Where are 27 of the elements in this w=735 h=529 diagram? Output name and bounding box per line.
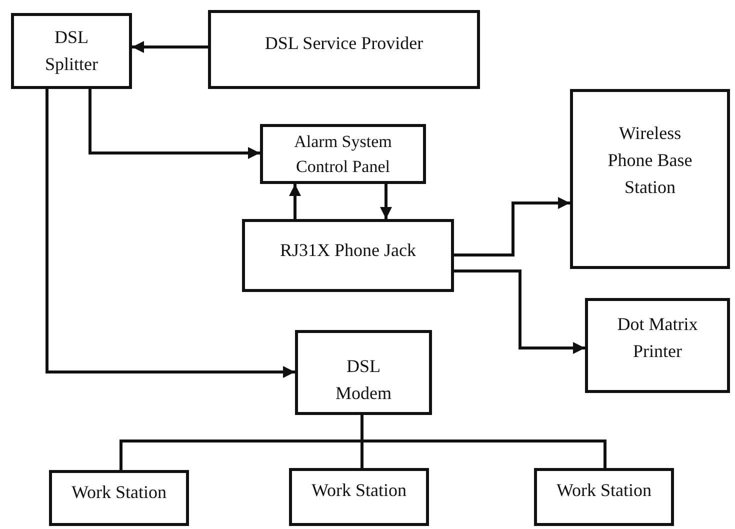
process-box	[242, 219, 454, 292]
box-label: Work Station	[71, 481, 167, 504]
process-box	[534, 468, 674, 526]
box-label: RJ31X Phone Jack	[280, 239, 416, 262]
box-label: Wireless Phone Base Station	[606, 122, 694, 199]
box-label: DSL Service Provider	[264, 32, 424, 55]
box-label: Alarm System Control Panel	[293, 130, 393, 178]
box-label: DSL Modem	[334, 354, 392, 404]
connector-arrow	[380, 184, 392, 219]
connector-arrow	[46, 89, 295, 378]
connector-arrow	[88, 89, 260, 159]
connector-arrow	[132, 41, 208, 53]
process-box	[11, 13, 132, 89]
process-box	[585, 298, 730, 393]
process-box	[289, 468, 429, 526]
connector-arrow	[454, 270, 585, 354]
process-box	[49, 470, 189, 526]
box-label: Dot Matrix Printer	[616, 313, 699, 363]
box-label: DSL Splitter	[44, 26, 99, 76]
connector-arrow	[454, 197, 570, 256]
box-label: Work Station	[556, 479, 652, 502]
process-box	[570, 89, 730, 269]
connector-arrow	[289, 184, 301, 219]
process-box	[295, 330, 432, 415]
process-box	[208, 10, 480, 89]
box-label: Work Station	[311, 479, 407, 502]
process-box	[260, 124, 426, 184]
